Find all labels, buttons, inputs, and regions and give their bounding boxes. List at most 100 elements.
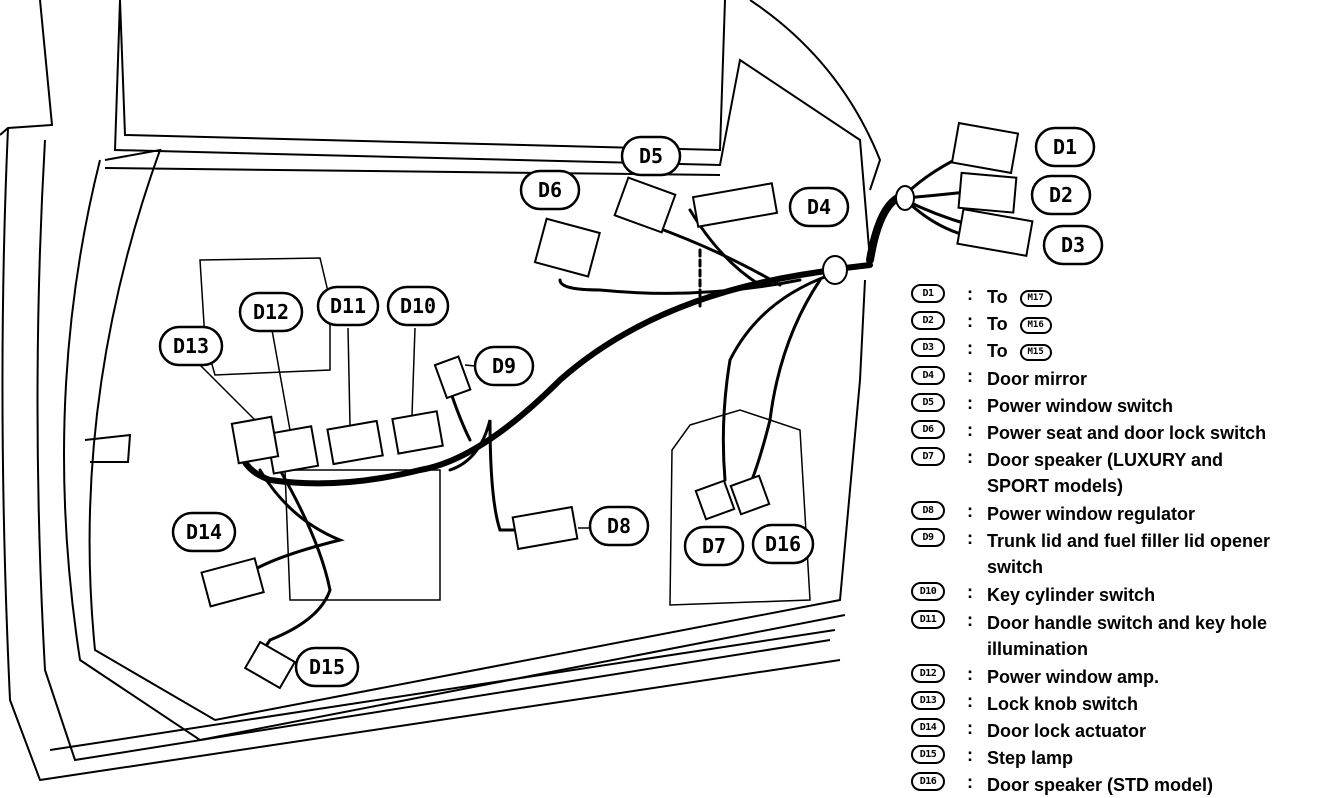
legend-code-badge: D9 (911, 528, 945, 548)
legend-colon: : (967, 745, 973, 766)
legend-colon: : (967, 311, 973, 332)
legend-description: Power window switch (987, 395, 1174, 416)
svg-text:D5: D5 (639, 144, 663, 168)
legend-description: Door mirror (987, 368, 1088, 389)
svg-text:D4: D4 (807, 195, 831, 219)
legend-description: Trunk lid and fuel filler lid opener swi… (987, 531, 1271, 578)
legend-colon: : (967, 392, 973, 413)
svg-text:D12: D12 (253, 300, 289, 324)
legend-code-badge: D11 (911, 609, 945, 629)
legend-code-badge: D3 (911, 338, 945, 358)
wiring-harness (235, 148, 1002, 657)
legend-ref-badge: M16 (1019, 316, 1052, 334)
callout-d13: D13 (158, 325, 224, 367)
legend-row: D8: Power window regulator (905, 499, 1325, 526)
legend-code-badge: D6 (911, 419, 945, 439)
callout-d11: D11 (316, 285, 380, 327)
legend-row: D15: Step lamp (905, 743, 1325, 770)
legend-code-badge: D16 (911, 772, 945, 792)
legend-description: Door lock actuator (987, 720, 1147, 741)
callout-d9: D9 (473, 345, 535, 387)
legend-description: Power window regulator (987, 504, 1196, 525)
svg-text:D3: D3 (1061, 233, 1085, 257)
legend-row: D14: Door lock actuator (905, 716, 1325, 743)
legend-colon: : (967, 501, 973, 522)
legend-colon: : (967, 717, 973, 738)
legend-colon: : (967, 419, 973, 440)
legend-colon: : (967, 582, 973, 603)
legend-code-badge: D2 (911, 311, 945, 331)
legend-code-badge: D12 (911, 663, 945, 683)
legend-row: D6: Power seat and door lock switch (905, 418, 1325, 445)
callout-d10: D10 (386, 285, 450, 327)
svg-text:D9: D9 (492, 354, 516, 378)
legend-row: D13:Lock knob switch (905, 689, 1325, 716)
callout-d16: D16 (751, 523, 815, 565)
legend-description: Power window amp. (987, 666, 1160, 687)
callout-d12: D12 (238, 291, 304, 333)
callout-d7: D7 (683, 525, 745, 567)
callout-d14: D14 (171, 511, 237, 553)
legend-colon: : (967, 284, 973, 304)
legend-row: D4: Door mirror (905, 364, 1325, 391)
legend-row: D9: Trunk lid and fuel filler lid opener … (905, 526, 1325, 580)
legend-colon: : (967, 447, 973, 468)
callout-d2: D2 (1030, 174, 1092, 216)
svg-text:D16: D16 (765, 532, 801, 556)
leader-lines (199, 327, 590, 529)
legend-description: Key cylinder switch (987, 585, 1156, 606)
svg-text:D7: D7 (702, 534, 726, 558)
door-outline (0, 0, 882, 782)
legend-code-badge: D8 (911, 501, 945, 521)
svg-text:D2: D2 (1049, 183, 1073, 207)
legend-colon: : (967, 663, 973, 684)
legend-code-badge: D5 (911, 392, 945, 412)
legend-colon: : (967, 690, 973, 711)
connectors (200, 121, 1034, 690)
legend-colon: : (967, 772, 973, 793)
legend-description: Door handle switch and key hole illumina… (987, 612, 1268, 659)
callout-d1: D1 (1034, 126, 1096, 168)
callout-d15: D15 (294, 646, 360, 688)
legend-row: D11: Door handle switch and key hole illu… (905, 608, 1325, 662)
svg-text:D14: D14 (186, 520, 222, 544)
legend-colon: : (967, 365, 973, 386)
svg-text:D1: D1 (1053, 135, 1077, 159)
legend-description: Step lamp (987, 748, 1074, 769)
legend-ref-badge: M17 (1019, 289, 1052, 307)
callout-d6: D6 (519, 169, 581, 211)
legend-code-badge: D14 (911, 717, 945, 737)
legend-row: D7: Door speaker (LUXURY and SPORT models… (905, 445, 1325, 499)
svg-text:D11: D11 (330, 294, 366, 318)
legend-code-badge: D10 (911, 582, 945, 602)
legend-colon: : (967, 338, 973, 359)
callout-d3: D3 (1042, 224, 1104, 266)
svg-text:D15: D15 (309, 655, 345, 679)
legend-code-badge: D4 (911, 365, 945, 385)
callout-d4: D4 (788, 186, 850, 228)
legend-colon: : (967, 528, 973, 549)
legend-description: Lock knob switch (987, 693, 1139, 714)
legend-ref-badge: M15 (1019, 344, 1052, 362)
legend-description: Door speaker (LUXURY and SPORT models) (987, 450, 1224, 497)
legend-description: Power seat and door lock switch (987, 422, 1267, 443)
legend-description: Door speaker (STD model) (987, 775, 1214, 796)
legend-row: D10: Key cylinder switch (905, 580, 1325, 607)
legend-code-badge: D7 (911, 447, 945, 467)
svg-text:D10: D10 (400, 294, 436, 318)
svg-text:D8: D8 (607, 514, 631, 538)
legend-row: D12: Power window amp. (905, 662, 1325, 689)
svg-text:D13: D13 (173, 334, 209, 358)
legend-colon: : (967, 609, 973, 630)
svg-text:D6: D6 (538, 178, 562, 202)
callout-labels: D1 D2 D3 D4 D5 D6 D7 D8 D9 D10 D11 D12 D… (158, 126, 1104, 688)
legend-code-badge: D15 (911, 745, 945, 765)
